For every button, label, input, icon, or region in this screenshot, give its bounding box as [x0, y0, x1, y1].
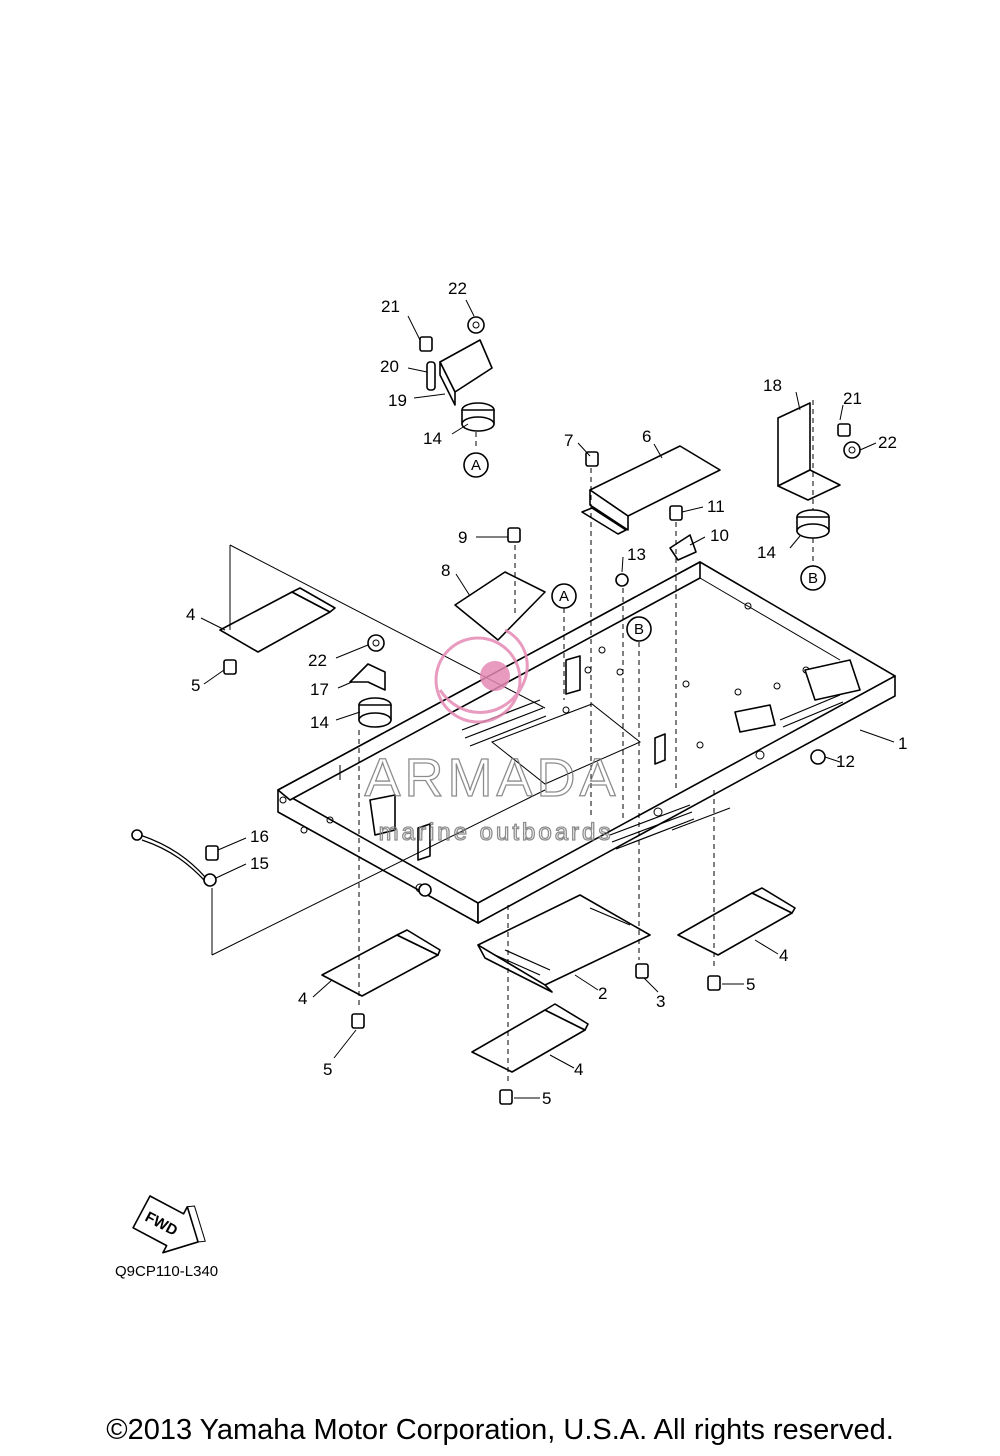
callout-4: 4 [574, 1060, 583, 1079]
callout-17: 17 [310, 680, 329, 699]
reference-lines [211, 400, 814, 1085]
callout-5: 5 [191, 676, 200, 695]
callout-6: 6 [642, 427, 651, 446]
part-6-cover [581, 445, 721, 535]
copyright-notice: ©2013 Yamaha Motor Corporation, U.S.A. A… [106, 1414, 894, 1446]
part-4-bracket-bottom-left [321, 929, 441, 997]
watermark-tagline: marine outboards [379, 819, 614, 846]
callout-7: 7 [564, 431, 573, 450]
callout-2: 2 [598, 984, 607, 1003]
ref-circle-b-frame: B [626, 616, 652, 642]
callout-1: 1 [898, 734, 907, 753]
fasteners [205, 316, 861, 1105]
callout-4: 4 [186, 605, 195, 624]
callout-12: 12 [836, 752, 855, 771]
callout-13: 13 [627, 545, 646, 564]
ref-circle-a-frame: A [551, 583, 577, 609]
part-14-mount-top [461, 402, 495, 432]
part-14-mount-right [796, 509, 830, 539]
callout-3: 3 [656, 992, 665, 1011]
callout-21: 21 [381, 297, 400, 316]
ref-letter-b: B [808, 570, 818, 587]
callout-numbers: 1 2 3 4 4 4 4 5 5 5 5 6 7 8 9 10 11 12 1… [186, 279, 907, 1108]
callout-14: 14 [310, 713, 329, 732]
callout-20: 20 [380, 357, 399, 376]
part-4-bracket-bottom-right [677, 887, 796, 956]
callout-4: 4 [298, 989, 307, 1008]
drawing-code: Q9CP110-L340 [115, 1263, 219, 1280]
vent-slots [461, 694, 844, 850]
part-14-mount-left [358, 697, 392, 728]
callout-5: 5 [542, 1089, 551, 1108]
part-15-ground-wire [131, 829, 217, 887]
callout-19: 19 [388, 391, 407, 410]
watermark-logo-icon [434, 628, 529, 724]
ref-circle-a-top: A [463, 452, 489, 478]
ref-letter-b: B [634, 621, 644, 638]
callout-4: 4 [779, 946, 788, 965]
callout-22: 22 [878, 433, 897, 452]
callout-5: 5 [323, 1060, 332, 1079]
callout-15: 15 [250, 854, 269, 873]
armada-watermark: ARMADA marine outboards [364, 628, 619, 847]
base-frame [277, 561, 896, 924]
callout-18: 18 [763, 376, 782, 395]
part-18-bracket [777, 402, 841, 501]
part-4-bracket-top-left [219, 587, 336, 653]
callout-9: 9 [458, 528, 467, 547]
fwd-arrow-icon: FWD [132, 1195, 206, 1254]
callout-10: 10 [710, 526, 729, 545]
part-19-bracket [439, 339, 493, 406]
callout-22: 22 [448, 279, 467, 298]
callout-11: 11 [707, 497, 725, 516]
watermark-brand: ARMADA [364, 748, 619, 808]
callout-21: 21 [843, 389, 862, 408]
callout-5: 5 [746, 975, 755, 994]
part-8-plate [454, 571, 546, 641]
callout-14: 14 [423, 429, 442, 448]
callout-14: 14 [757, 543, 776, 562]
part-4-bracket-bottom-center [471, 1003, 589, 1073]
callout-16: 16 [250, 827, 269, 846]
part-2-plate [477, 894, 651, 993]
ref-letter-a: A [471, 457, 481, 474]
part-17-bracket [349, 663, 386, 691]
callout-22: 22 [308, 651, 327, 670]
callout-8: 8 [441, 561, 450, 580]
part-20-spacer [426, 361, 436, 391]
ref-letter-a: A [559, 588, 569, 605]
leader-lines [200, 299, 895, 1099]
ref-circle-b-top: B [800, 565, 826, 591]
